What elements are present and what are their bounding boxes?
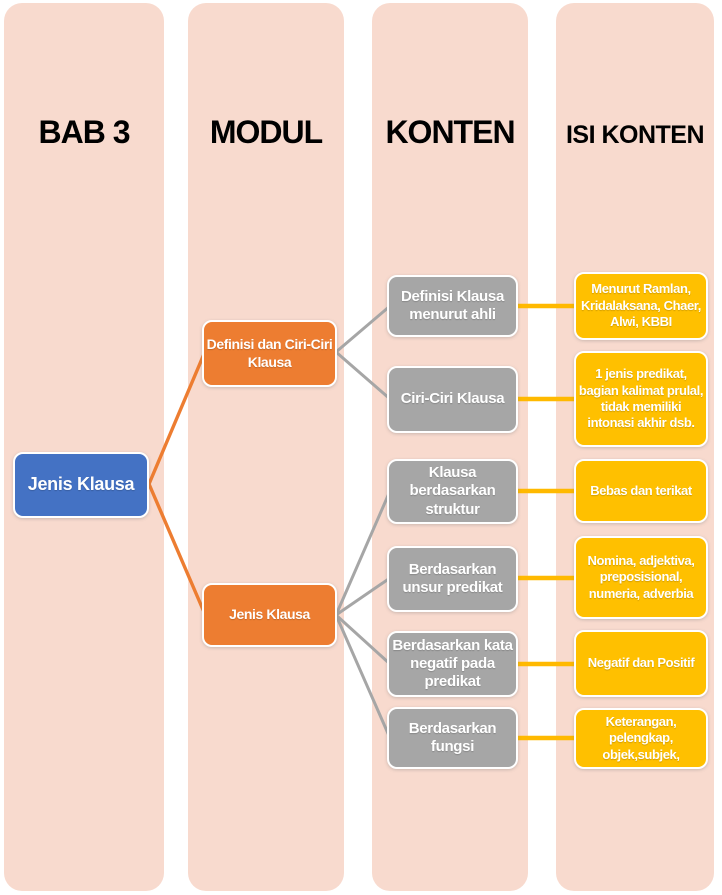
node-konten-kata-negatif: Berdasarkan kata negatif pada predikat xyxy=(387,631,518,697)
lane-header-modul: MODUL xyxy=(209,114,323,150)
node-modul-definisi-ciri-ciri: Definisi dan Ciri-Ciri Klausa xyxy=(202,320,337,387)
lane-bab3: BAB 3 xyxy=(4,3,164,891)
node-konten-unsur-predikat: Berdasarkan unsur predikat xyxy=(387,546,518,612)
lane-modul: MODUL xyxy=(188,3,344,891)
lane-header-konten: KONTEN xyxy=(385,114,515,150)
lane-header-bab3: BAB 3 xyxy=(38,114,130,150)
node-root-jenis-klausa: Jenis Klausa xyxy=(13,452,149,518)
lane-header-isi-konten: ISI KONTEN xyxy=(565,121,705,149)
node-isi-keterangan-pelengkap: Keterangan, pelengkap, objek,subjek, xyxy=(574,708,708,769)
node-konten-definisi-menurut-ahli: Definisi Klausa menurut ahli xyxy=(387,275,518,337)
node-konten-berdasarkan-fungsi: Berdasarkan fungsi xyxy=(387,707,518,769)
node-isi-bebas-terikat: Bebas dan terikat xyxy=(574,459,708,523)
node-konten-ciri-ciri-klausa: Ciri-Ciri Klausa xyxy=(387,366,518,433)
node-isi-menurut-ramlan: Menurut Ramlan, Kridalaksana, Chaer, Alw… xyxy=(574,272,708,340)
node-modul-jenis-klausa: Jenis Klausa xyxy=(202,583,337,647)
node-isi-ciri-ciri-detail: 1 jenis predikat, bagian kalimat prulal,… xyxy=(574,351,708,447)
node-konten-berdasarkan-struktur: Klausa berdasarkan struktur xyxy=(387,459,518,524)
node-isi-nomina-adjektiva: Nomina, adjektiva, preposisional, numeri… xyxy=(574,536,708,619)
node-isi-negatif-positif: Negatif dan Positif xyxy=(574,630,708,697)
